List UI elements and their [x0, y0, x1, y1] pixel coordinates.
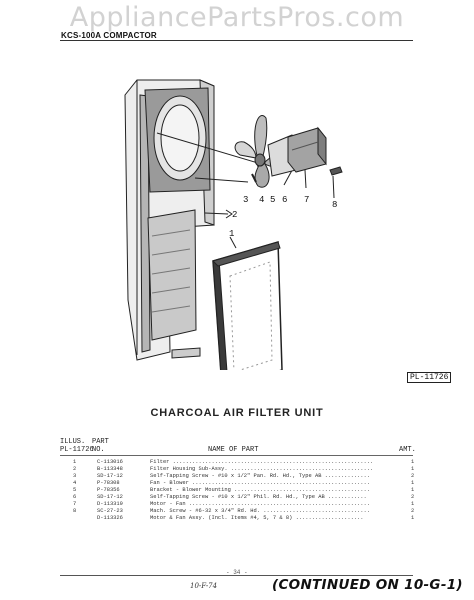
row-part-no: SD-17-12 — [97, 494, 123, 500]
row-illus-no: 4 — [73, 480, 77, 486]
col-name-header: NAME OF PART — [208, 446, 259, 454]
page-number: - 34 - — [226, 569, 248, 576]
callout-2: 2 — [232, 210, 238, 220]
table-row: 2 B-113348 Filter Housing Sub-Assy. ....… — [60, 466, 415, 472]
row-illus-no: 6 — [73, 494, 77, 500]
watermark: AppliancePartsPros.com — [69, 2, 405, 33]
callout-1: 1 — [229, 229, 235, 239]
table-row: 6 SD-17-12 Self-Tapping Screw - #10 x 1/… — [60, 494, 415, 500]
row-part-name: Filter Housing Sub-Assy. ...............… — [150, 466, 374, 472]
callout-3: 3 — [243, 195, 249, 205]
row-illus-no: 2 — [73, 466, 77, 472]
diagram-label: PL-11726 — [407, 372, 452, 383]
row-part-name: Mach. Screw - #6-32 x 3/4" Rd. Hd. .....… — [150, 508, 370, 514]
section-title: CHARCOAL AIR FILTER UNIT — [150, 407, 324, 419]
row-amount: 2 — [411, 508, 415, 514]
row-illus-no: 8 — [73, 508, 77, 514]
row-amount: 2 — [411, 494, 415, 500]
blower-fan — [254, 115, 268, 161]
revision-date: 10-F-74 — [190, 582, 218, 590]
row-part-no: P-78308 — [97, 480, 120, 486]
table-row: 3 SD-17-12 Self-Tapping Screw - #10 x 1/… — [60, 473, 415, 479]
callout-8: 8 — [332, 200, 338, 210]
col-illus-header-1: ILLUS. — [60, 438, 86, 446]
row-amount: 1 — [411, 480, 415, 486]
row-part-no: B-113348 — [97, 466, 123, 472]
col-part-header-2: NO. — [92, 446, 105, 454]
row-amount: 1 — [411, 515, 415, 521]
row-illus-no: 3 — [73, 473, 77, 479]
row-part-name: Self-Tapping Screw - #10 x 1/2" Phil. Rd… — [150, 494, 367, 500]
row-amount: 1 — [411, 459, 415, 465]
callout-4: 4 — [259, 195, 265, 205]
callout-5: 5 — [270, 195, 276, 205]
row-part-no: SD-17-12 — [97, 473, 123, 479]
top-rule — [60, 40, 413, 41]
row-amount: 1 — [411, 501, 415, 507]
table-row: 4 P-78308 Fan - Blower .................… — [60, 480, 415, 486]
table-row: 5 P-78356 Bracket - Blower Mounting ....… — [60, 487, 415, 493]
row-amount: 1 — [411, 466, 415, 472]
row-illus-no: 5 — [73, 487, 77, 493]
continued-note: (CONTINUED ON 10-G-1) — [272, 577, 463, 593]
row-part-no: D-113326 — [97, 515, 123, 521]
callout-7: 7 — [304, 195, 310, 205]
model-header: KCS-100A COMPACTOR — [61, 31, 157, 40]
row-part-no: C-113016 — [97, 459, 123, 465]
callout-6: 6 — [282, 195, 288, 205]
row-amount: 2 — [411, 473, 415, 479]
row-part-no: SC-27-23 — [97, 508, 123, 514]
table-row: 7 D-113319 Motor - Fan .................… — [60, 501, 415, 507]
col-illus-header-2: PL-11726 — [60, 446, 94, 454]
row-illus-no: 1 — [73, 459, 77, 465]
row-part-name: Motor - Fan ............................… — [150, 501, 370, 507]
bottom-rule — [60, 575, 413, 576]
row-part-no: P-78356 — [97, 487, 120, 493]
table-row: D-113326 Motor & Fan Assy. (Incl. Items … — [60, 515, 415, 521]
row-part-name: Bracket - Blower Mounting ..............… — [150, 487, 370, 493]
col-amt-header: AMT. — [399, 446, 416, 454]
row-part-name: Self-Tapping Screw - #10 x 1/2" Pan. Rd.… — [150, 473, 370, 479]
row-part-name: Fan - Blower ...........................… — [150, 480, 370, 486]
exploded-diagram — [124, 79, 343, 370]
table-row: 1 C-113016 Filter ......................… — [60, 459, 415, 465]
row-part-name: Motor & Fan Assy. (Incl. Items #4, 5, 7 … — [150, 515, 364, 521]
row-part-no: D-113319 — [97, 501, 123, 507]
row-illus-no: 7 — [73, 501, 77, 507]
row-part-name: Filter .................................… — [150, 459, 374, 465]
table-row: 8 SC-27-23 Mach. Screw - #6-32 x 3/4" Rd… — [60, 508, 415, 514]
row-amount: 1 — [411, 487, 415, 493]
col-part-header-1: PART — [92, 438, 109, 446]
header-rule — [60, 455, 413, 456]
